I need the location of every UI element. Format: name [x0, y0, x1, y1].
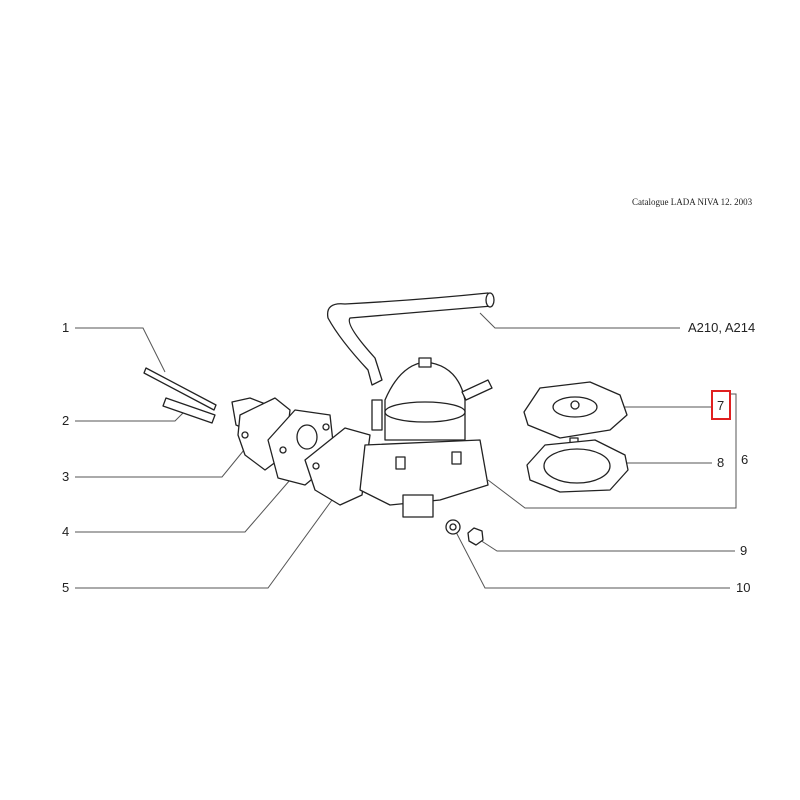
- callout-3[interactable]: 3: [62, 469, 70, 484]
- leader-hose: [479, 312, 680, 329]
- callout-10[interactable]: 10: [736, 580, 751, 595]
- catalogue-title: Catalogue LADA NIVA 12. 2003: [632, 197, 753, 207]
- callout-8[interactable]: 8: [717, 455, 725, 470]
- stud: [162, 397, 216, 424]
- callout-4[interactable]: 4: [62, 524, 70, 539]
- leader-6: [487, 393, 737, 509]
- hose: [326, 292, 493, 386]
- leader-2: [75, 410, 186, 422]
- callout-6[interactable]: 6: [741, 452, 749, 467]
- nut: [467, 527, 484, 546]
- callout-9[interactable]: 9: [740, 543, 748, 558]
- callout-1[interactable]: 1: [62, 320, 70, 335]
- gasket-5: [304, 427, 371, 506]
- callout-2[interactable]: 2: [62, 413, 70, 428]
- leader-3: [75, 449, 245, 478]
- callout-7[interactable]: 7: [717, 398, 725, 413]
- leader-5: [75, 499, 333, 589]
- rod: [143, 367, 217, 411]
- leader-1: [75, 327, 166, 373]
- callout-7-highlight: [711, 390, 731, 420]
- leader-9: [479, 539, 735, 552]
- leader-4: [75, 479, 291, 533]
- leader-10: [455, 531, 730, 589]
- callout-hose[interactable]: A210, A214: [688, 320, 756, 335]
- callout-5[interactable]: 5: [62, 580, 70, 595]
